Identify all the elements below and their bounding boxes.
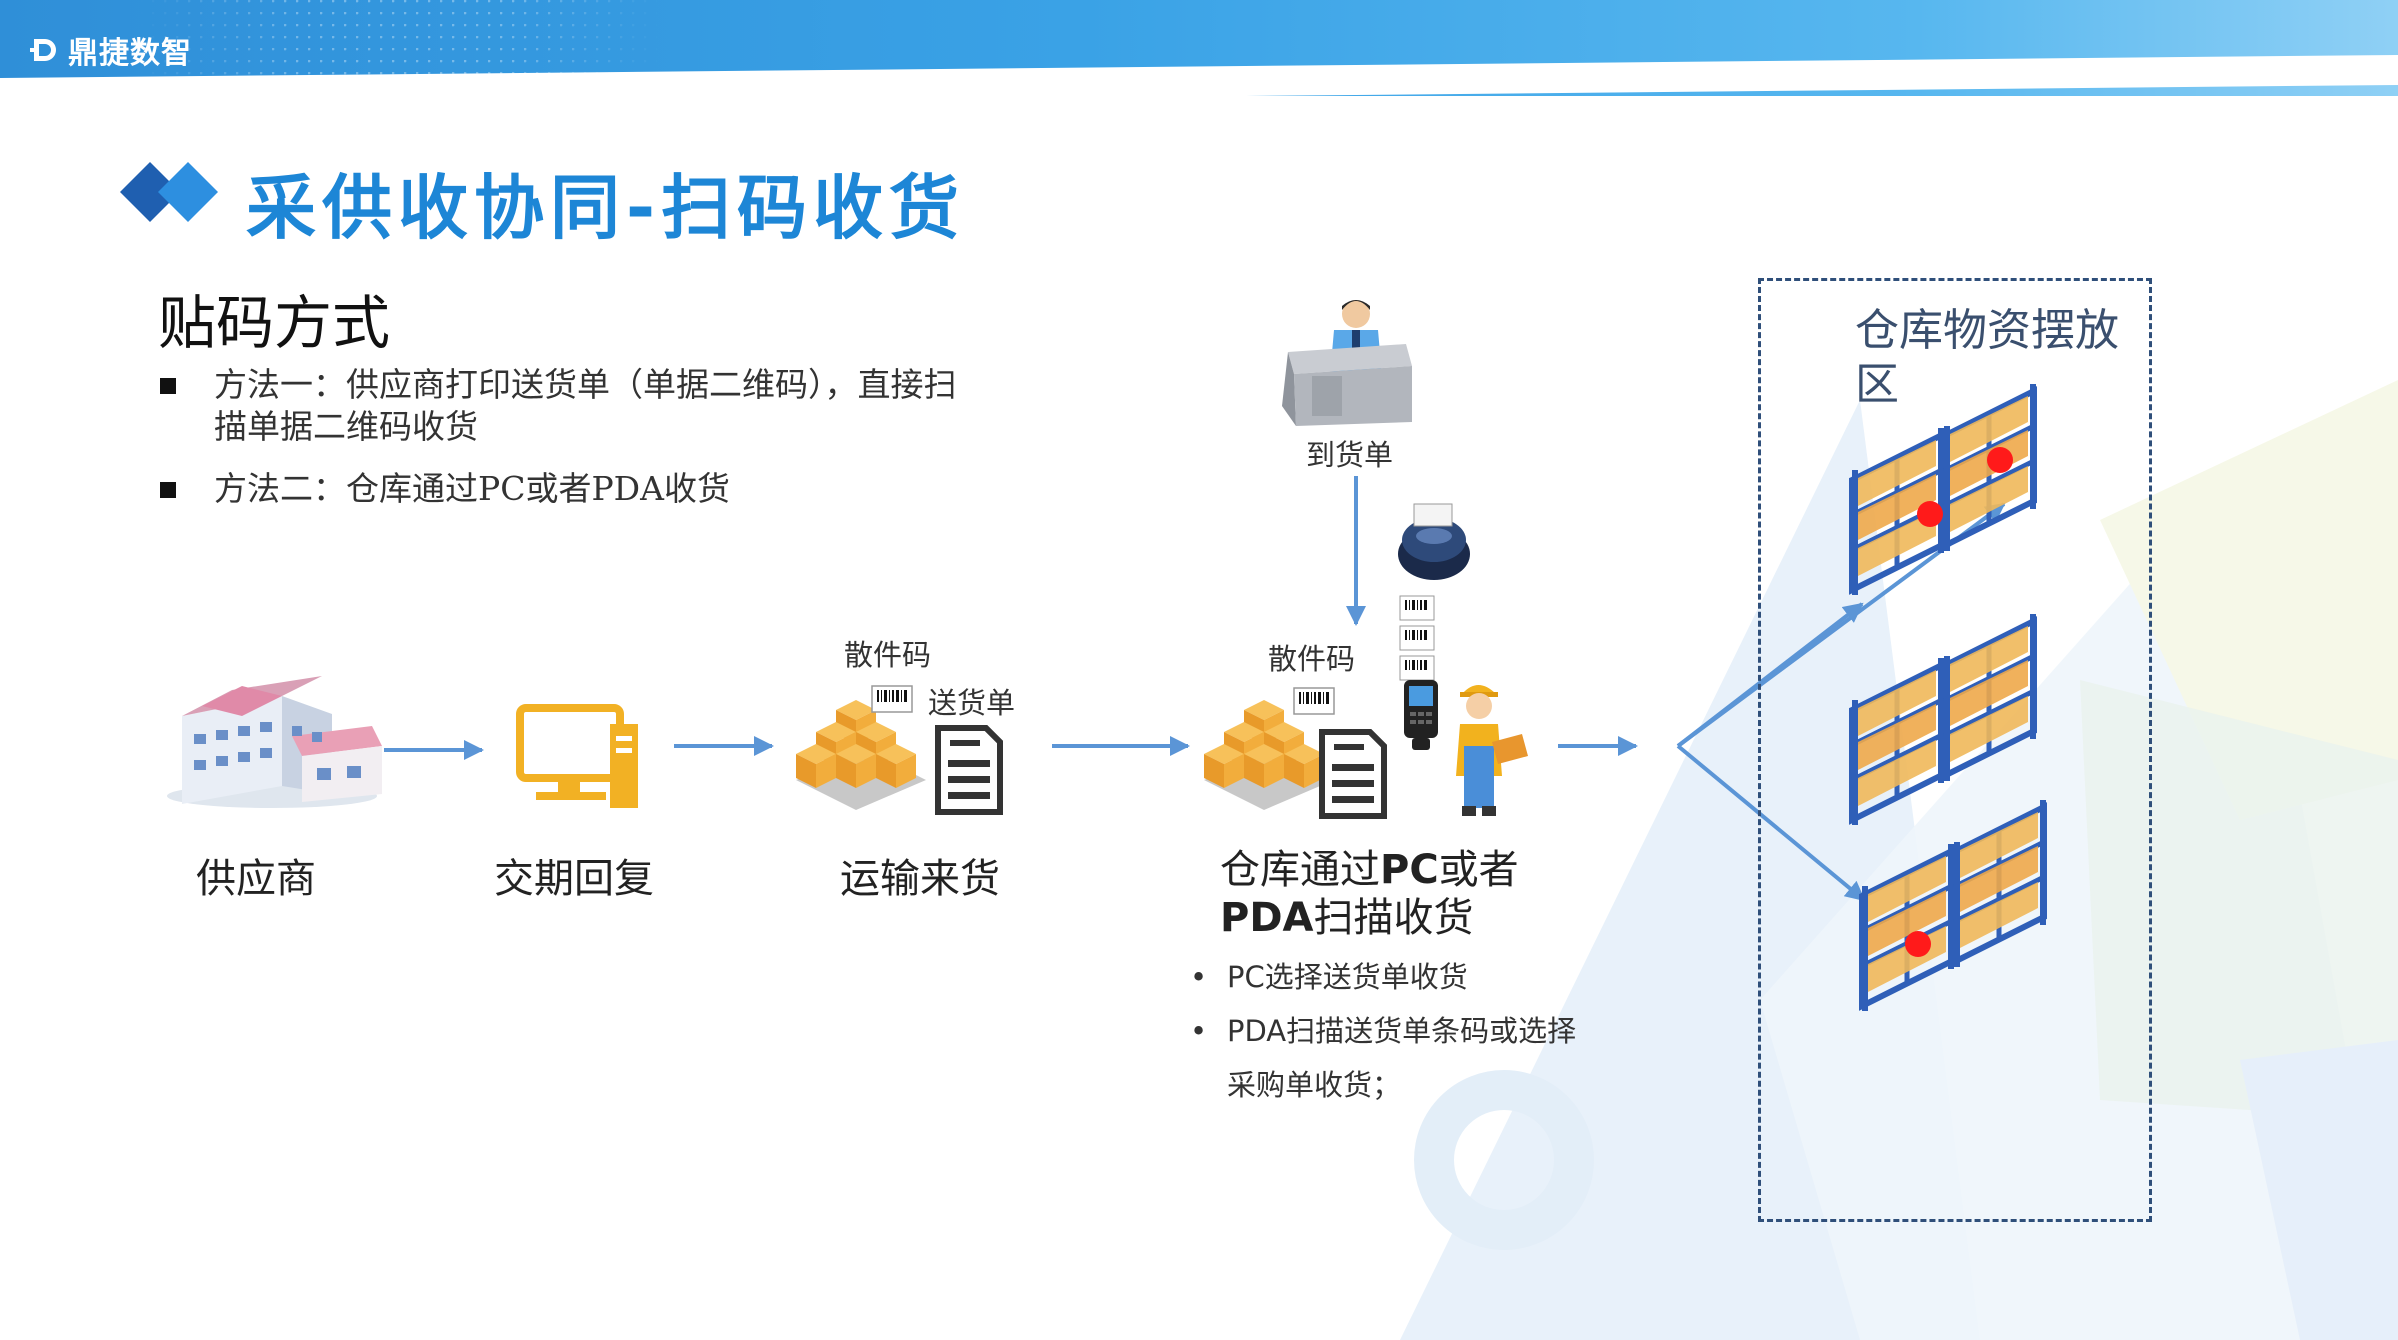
boxes-pallet-icon (796, 700, 926, 810)
method-1-line-2: 描单据二维码收货 (214, 407, 478, 446)
label-loose-code-1: 散件码 (844, 638, 932, 672)
brand-name: 鼎捷数智 (68, 36, 192, 71)
delivery-document-icon (935, 725, 1003, 815)
bullet-item-2: PDA扫描送货单条码或选择 (1190, 1004, 1710, 1058)
marker-dot (1987, 447, 2013, 473)
label-delivery-reply: 交期回复 (494, 856, 654, 902)
delivery-document-icon-2 (1319, 729, 1387, 819)
method-item-1: 方法一：供应商打印送货单（单据二维码），直接扫 描单据二维码收货 (160, 364, 1240, 448)
marker-dot (1917, 501, 1943, 527)
storage-rack-group-3 (1862, 800, 2046, 1011)
label-delivery-note: 送货单 (928, 686, 1016, 720)
title-diamond-icon (120, 162, 218, 222)
barcode-label-icon-2 (1293, 687, 1335, 715)
brand-d-icon (30, 39, 56, 61)
brand-logo-group: 鼎捷数智 (30, 30, 192, 71)
printer-icon (1398, 503, 1470, 580)
warehouse-zone-title: 仓库物资摆放区 (1855, 305, 2119, 410)
warehouse-zone-box (1758, 278, 2152, 1222)
receive-line1-suffix: 或者 (1438, 847, 1519, 893)
pda-scanner-icon (1404, 680, 1438, 750)
boxes-pallet-icon-2 (1204, 700, 1334, 810)
bullet-item-3-continuation: 采购单收货； (1227, 1068, 1402, 1102)
office-worker-icon (1282, 300, 1412, 426)
receive-line1-bold: PC (1380, 847, 1439, 893)
method-2-line-1: 方法二：仓库通过PC或者PDA收货 (214, 469, 730, 508)
receive-bullet-list: PC选择送货单收货 PDA扫描送货单条码或选择 采购单收货； (1190, 950, 1710, 1112)
supplier-building-icon (167, 676, 382, 808)
section-heading: 贴码方式 (158, 289, 391, 357)
bullet-item-1: PC选择送货单收货 (1190, 950, 1710, 1004)
marker-dot (1905, 931, 1931, 957)
label-arrival-note: 到货单 (1306, 438, 1394, 472)
receive-line1-prefix: 仓库通过 (1220, 847, 1380, 893)
bullet-square (160, 378, 176, 394)
barcode-label-icon (871, 685, 913, 713)
page-title: 采供收协同-扫码收货 (246, 167, 966, 249)
receive-line2-suffix: 扫描收货 (1313, 895, 1474, 941)
label-transport: 运输来货 (840, 856, 1000, 902)
method-1-line-1: 方法一：供应商打印送货单（单据二维码），直接扫 (214, 365, 957, 404)
method-item-2: 方法二：仓库通过PC或者PDA收货 (160, 468, 1240, 510)
arrow-to-rack-3 (1676, 744, 1866, 902)
label-loose-code-2: 散件码 (1268, 642, 1356, 676)
label-supplier: 供应商 (196, 856, 316, 902)
storage-rack-group-1 (1852, 384, 2036, 595)
warehouse-worker-icon (1456, 685, 1528, 816)
bullet-square (160, 482, 176, 498)
receive-line2-bold: PDA (1220, 895, 1314, 941)
label-warehouse-receive: 仓库通过PC或者 PDA扫描收货 (1220, 846, 1519, 942)
barcode-labels-stack-icon (1399, 595, 1435, 681)
computer-icon (516, 704, 638, 808)
